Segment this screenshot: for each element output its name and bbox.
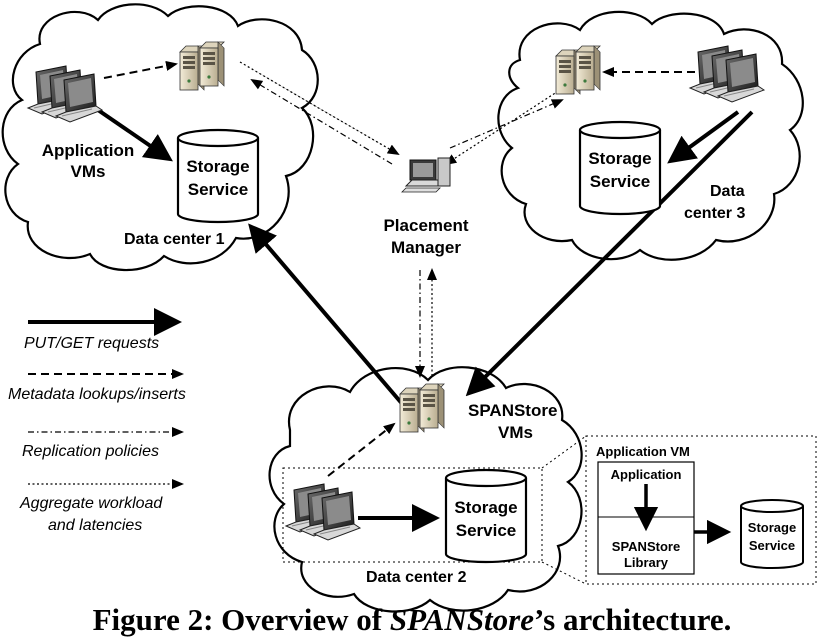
dc1-name-label: Data center 1 bbox=[124, 231, 225, 248]
pc-icon-placement-manager bbox=[401, 157, 451, 193]
caption-prefix: Figure 2: bbox=[93, 602, 222, 637]
dc2-storage-label-2: Service bbox=[456, 521, 517, 540]
server-icon-dc3 bbox=[556, 46, 600, 94]
legend: PUT/GET requests Metadata lookups/insert… bbox=[8, 308, 186, 534]
legend-aggregate-label-1: Aggregate workload bbox=[19, 495, 163, 512]
arrow-dc1-vms-to-storage bbox=[96, 108, 173, 162]
spanstore-vms-label-1: SPANStore bbox=[468, 401, 557, 420]
inset-storage-label-1: Storage bbox=[748, 520, 796, 535]
inset-library-label-2: Library bbox=[624, 555, 669, 570]
arrow-aggregate-from-dc1 bbox=[239, 61, 400, 156]
caption-text-1: Overview of bbox=[221, 602, 390, 637]
arrow-dc2-metadata bbox=[327, 422, 396, 477]
dc3-name-label-1: Data bbox=[710, 183, 745, 200]
server-icon-dc1 bbox=[180, 42, 224, 90]
arrow-aggregate-from-dc3 bbox=[444, 85, 567, 166]
arrow-replication-to-dc3 bbox=[449, 99, 564, 149]
placement-manager-label-1: Placement bbox=[383, 216, 468, 235]
storage-cylinder-dc1 bbox=[176, 128, 260, 224]
legend-metadata-label: Metadata lookups/inserts bbox=[8, 386, 186, 403]
placement-manager-label-2: Manager bbox=[391, 238, 461, 257]
arrow-spanstore-to-dc1-storage bbox=[248, 223, 406, 408]
application-vms-label-1: Application bbox=[42, 141, 135, 160]
dc1-storage-label-1: Storage bbox=[186, 157, 249, 176]
application-vms-label-2: VMs bbox=[71, 162, 106, 181]
zoom-line-top bbox=[541, 435, 587, 469]
arrow-dc3-vms-to-spanstore bbox=[465, 110, 754, 397]
arrow-dc3-vms-to-storage bbox=[667, 110, 740, 164]
arrow-replication-to-dc1 bbox=[250, 78, 393, 165]
caption-text-2: ’s architecture. bbox=[534, 602, 731, 637]
dc3-storage-label-1: Storage bbox=[588, 149, 651, 168]
dc2-storage-label-1: Storage bbox=[454, 498, 517, 517]
caption-name: SPANStore bbox=[390, 602, 534, 637]
figure-caption: Figure 2: Overview of SPANStore’s archit… bbox=[93, 602, 732, 637]
inset-storage-label-2: Service bbox=[749, 538, 795, 553]
zoom-line-bottom bbox=[541, 561, 587, 585]
server-icon-spanstore bbox=[400, 384, 444, 432]
spanstore-vms-label-2: VMs bbox=[498, 423, 533, 442]
dc3-storage-label-2: Service bbox=[590, 172, 651, 191]
inset-library-label-1: SPANStore bbox=[612, 539, 680, 554]
legend-aggregate-label-2: and latencies bbox=[48, 517, 142, 534]
inset-application-label: Application bbox=[611, 467, 682, 482]
legend-replication-label: Replication policies bbox=[22, 443, 159, 460]
dc2-name-label: Data center 2 bbox=[366, 569, 467, 586]
inset-title: Application VM bbox=[596, 444, 690, 459]
legend-put-get-label: PUT/GET requests bbox=[24, 335, 159, 352]
storage-cylinder-dc3 bbox=[578, 120, 662, 216]
dc1-storage-label-2: Service bbox=[188, 180, 249, 199]
dc3-name-label-2: center 3 bbox=[684, 205, 745, 222]
